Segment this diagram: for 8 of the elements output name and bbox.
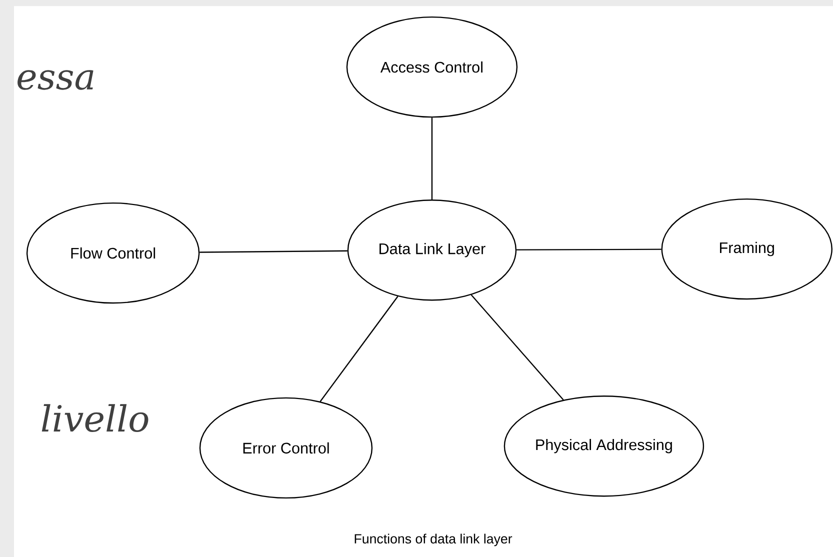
connector-line <box>431 118 433 200</box>
caption: Functions of data link layer <box>354 534 512 546</box>
connector-line <box>470 294 564 400</box>
connector-line <box>516 248 662 250</box>
connector-line <box>200 250 348 253</box>
partial-heading: essa <box>18 70 94 90</box>
connector-line <box>320 296 398 402</box>
partial-heading: livello <box>42 404 148 432</box>
